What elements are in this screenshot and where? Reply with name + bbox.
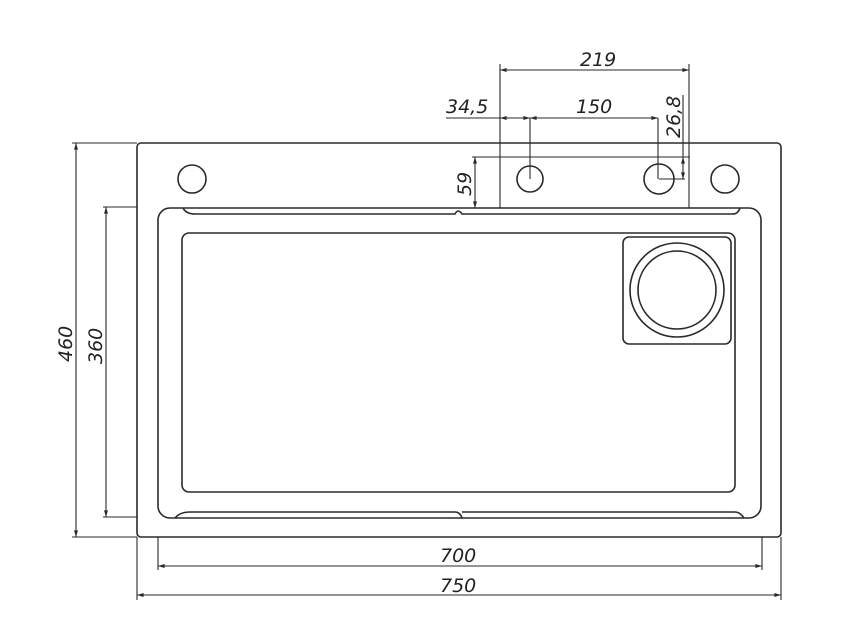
top-ledge — [182, 207, 741, 215]
bottom-ledge — [174, 511, 745, 519]
dim-34-5: 34,5 — [446, 96, 488, 118]
drain-inner-ring — [637, 250, 717, 330]
dim-750: 750 — [440, 575, 476, 597]
dim-26-8: 26,8 — [663, 96, 685, 138]
dim-700: 700 — [440, 545, 476, 567]
dim-150: 150 — [576, 96, 612, 118]
inner-bowl — [181, 232, 736, 493]
tap-hole-4 — [710, 164, 740, 194]
tap-hole-1 — [177, 164, 207, 194]
drain-recess — [622, 236, 732, 345]
dim-219: 219 — [580, 49, 616, 71]
bowl-rim — [157, 207, 762, 519]
drain-outer-ring — [629, 242, 725, 338]
sink-outer-outline — [136, 142, 782, 538]
dim-59: 59 — [454, 172, 476, 196]
dim-460: 460 — [55, 326, 77, 362]
dim-360: 360 — [85, 328, 107, 364]
